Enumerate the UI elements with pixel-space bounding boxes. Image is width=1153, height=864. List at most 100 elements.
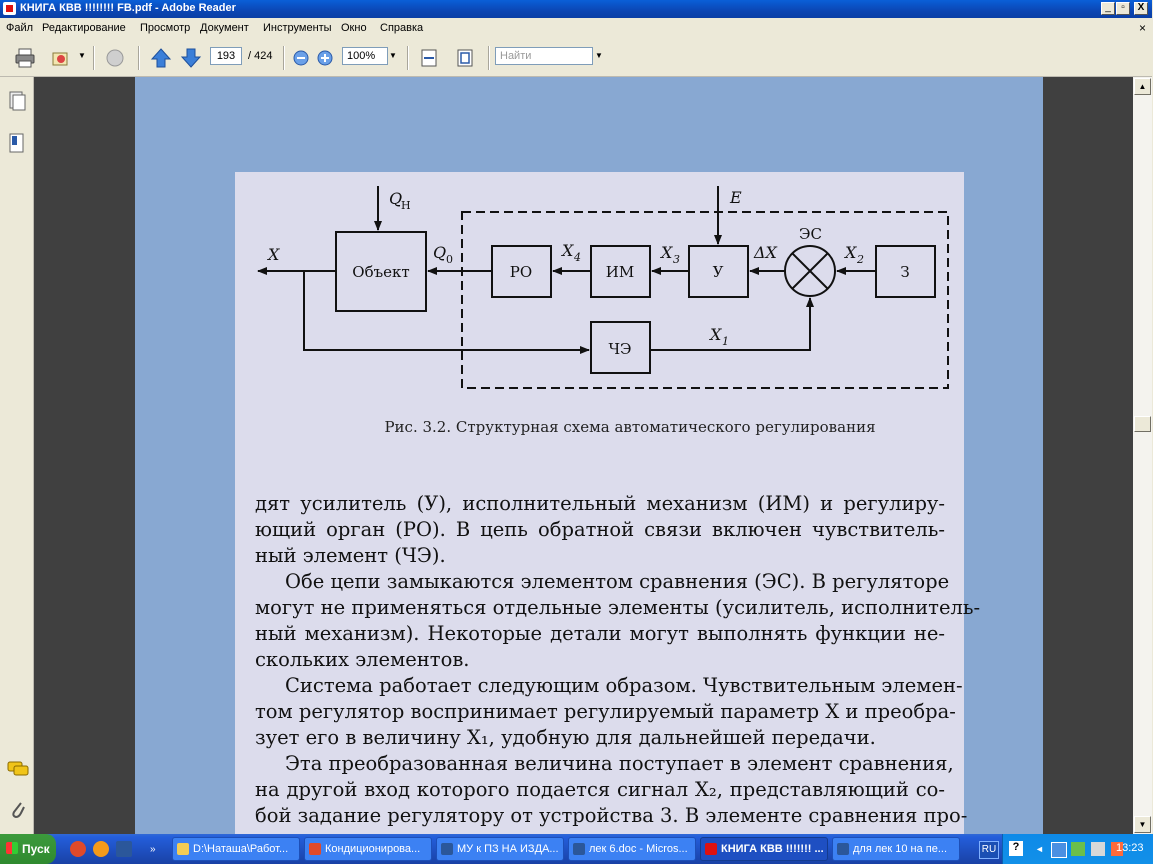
find-dropdown-icon[interactable]: ▼ xyxy=(595,51,603,60)
x2-label: X xyxy=(843,243,857,262)
taskbar: Пуск » D:\Наташа\Работ... Кондиционирова… xyxy=(0,834,1153,864)
q0-label: Q xyxy=(433,243,446,262)
document-background-right xyxy=(1043,77,1133,834)
u-block-label: У xyxy=(713,263,724,281)
security-icon[interactable] xyxy=(1111,842,1123,856)
windows-logo-icon xyxy=(6,842,18,854)
next-page-icon[interactable] xyxy=(180,47,202,69)
attachments-icon[interactable] xyxy=(9,799,27,821)
task-browser[interactable]: Кондиционирова... xyxy=(304,837,432,861)
scroll-up-icon[interactable]: ▲ xyxy=(1134,78,1151,95)
previous-page-icon[interactable] xyxy=(150,47,172,69)
text-line: дят усилитель (У), исполнительный механи… xyxy=(255,492,945,515)
task-explorer[interactable]: D:\Наташа\Работ... xyxy=(172,837,300,861)
signal-icon[interactable] xyxy=(1071,842,1085,856)
zoom-dropdown-icon[interactable]: ▼ xyxy=(389,51,397,60)
q0-subscript: 0 xyxy=(446,253,453,266)
object-block-label: Объект xyxy=(352,263,409,281)
dx-label: ΔX xyxy=(753,243,778,262)
fit-width-icon[interactable] xyxy=(418,47,440,69)
scroll-down-icon[interactable]: ▼ xyxy=(1134,816,1151,833)
qn-label: Q xyxy=(389,189,402,208)
menu-tools[interactable]: Инструменты xyxy=(263,22,332,34)
fit-page-icon[interactable] xyxy=(454,47,476,69)
menu-bar: Файл Редактирование Просмотр Документ Ин… xyxy=(0,18,1152,38)
maximize-button[interactable]: ▫ xyxy=(1116,2,1130,15)
page-number-input[interactable]: 193 xyxy=(210,47,242,65)
task-word-lec10[interactable]: для лек 10 на пе... xyxy=(832,837,960,861)
hand-tool-icon[interactable] xyxy=(104,47,126,69)
x4-label: X xyxy=(560,241,574,260)
start-label: Пуск xyxy=(22,842,50,856)
system-tray: RU ? ◄ 13:23 xyxy=(979,834,1153,864)
x1-subscript: 1 xyxy=(722,335,729,348)
x3-label: X xyxy=(659,243,673,262)
start-button[interactable]: Пуск xyxy=(0,834,56,864)
share-dropdown-icon[interactable]: ▼ xyxy=(78,51,86,60)
close-button[interactable]: X xyxy=(1134,2,1148,15)
text-line: Обе цепи замыкаются элементом сравнения … xyxy=(285,570,950,593)
figure-caption: Рис. 3.2. Структурная схема автоматическ… xyxy=(384,418,876,436)
scroll-thumb[interactable] xyxy=(1134,416,1151,432)
text-line: ющий орган (РО). В цепь обратной связи в… xyxy=(255,518,945,541)
x3-subscript: 3 xyxy=(673,253,680,266)
pages-icon[interactable] xyxy=(8,91,26,111)
menu-window[interactable]: Окно xyxy=(341,22,367,34)
task-word-mu[interactable]: МУ к ПЗ НА ИЗДА... xyxy=(436,837,564,861)
che-block-label: ЧЭ xyxy=(608,340,631,358)
minimize-button[interactable]: _ xyxy=(1101,2,1115,15)
menu-view[interactable]: Просмотр xyxy=(140,22,191,34)
window-title: КНИГА КВВ !!!!!!!! FB.pdf - Adobe Reader xyxy=(20,2,236,14)
menu-help[interactable]: Справка xyxy=(380,22,424,34)
zoom-level-select[interactable]: 100% xyxy=(342,47,388,65)
tray-expand-icon[interactable]: ◄ xyxy=(1035,844,1044,854)
mail-agent-icon[interactable] xyxy=(93,841,109,857)
es-label: ЭС xyxy=(799,225,822,243)
menu-file[interactable]: Файл xyxy=(6,22,34,34)
che-block xyxy=(590,321,651,374)
x1-label: X xyxy=(708,325,722,344)
language-indicator[interactable]: RU xyxy=(979,841,999,859)
menu-document[interactable]: Документ xyxy=(200,22,249,34)
toolbar: ▼ 193 / 424 100% ▼ Найти ▼ xyxy=(0,38,1152,77)
menu-edit[interactable]: Редактирование xyxy=(42,22,126,34)
zoom-in-icon[interactable] xyxy=(314,47,336,69)
clock: 13:23 xyxy=(1116,842,1144,854)
text-line: ный механизм). Некоторые детали могут вы… xyxy=(255,622,945,645)
text-line: том регулятор воспринимает регулируемый … xyxy=(255,700,956,723)
bookmarks-icon[interactable] xyxy=(8,133,26,155)
email-share-icon[interactable] xyxy=(50,47,72,69)
text-line: бой задание регулятору от устройства 3. … xyxy=(255,804,968,827)
zoom-out-icon[interactable] xyxy=(290,47,312,69)
text-line: на другой вход которого подается сигнал … xyxy=(255,778,945,801)
x4-subscript: 4 xyxy=(573,251,581,264)
document-background-left xyxy=(34,77,135,834)
volume-icon[interactable] xyxy=(1091,842,1105,856)
document-close-icon[interactable]: × xyxy=(1138,21,1146,35)
title-bar: КНИГА КВВ !!!!!!!! FB.pdf - Adobe Reader… xyxy=(0,0,1152,18)
vertical-scrollbar[interactable]: ▲ ▼ xyxy=(1133,77,1152,834)
browser-icon[interactable] xyxy=(70,841,86,857)
text-line: ный элемент (ЧЭ). xyxy=(255,544,446,567)
qn-subscript: Н xyxy=(401,199,411,212)
text-line: скольких элементов. xyxy=(255,648,470,671)
im-block-label: ИМ xyxy=(606,263,634,281)
task-word-lec6[interactable]: лек 6.doc - Micros... xyxy=(568,837,696,861)
page-total: / 424 xyxy=(248,50,273,62)
text-line: Система работает следующим образом. Чувс… xyxy=(285,674,963,697)
x2-subscript: 2 xyxy=(856,253,864,266)
help-icon[interactable]: ? xyxy=(1009,841,1023,856)
page-content-area xyxy=(235,172,964,834)
regulator-boundary xyxy=(461,211,949,389)
find-input[interactable]: Найти xyxy=(495,47,593,65)
print-icon[interactable] xyxy=(14,47,36,69)
comments-icon[interactable] xyxy=(7,760,29,778)
acrobat-app-icon xyxy=(3,2,16,15)
quicklaunch-more-icon[interactable]: » xyxy=(150,844,156,855)
task-adobe-reader[interactable]: КНИГА КВВ !!!!!!! ... xyxy=(700,837,828,861)
z-block-label: З xyxy=(900,263,909,281)
network-icon[interactable] xyxy=(1051,842,1067,858)
navigation-panel xyxy=(0,77,34,834)
word-icon[interactable] xyxy=(116,841,132,857)
